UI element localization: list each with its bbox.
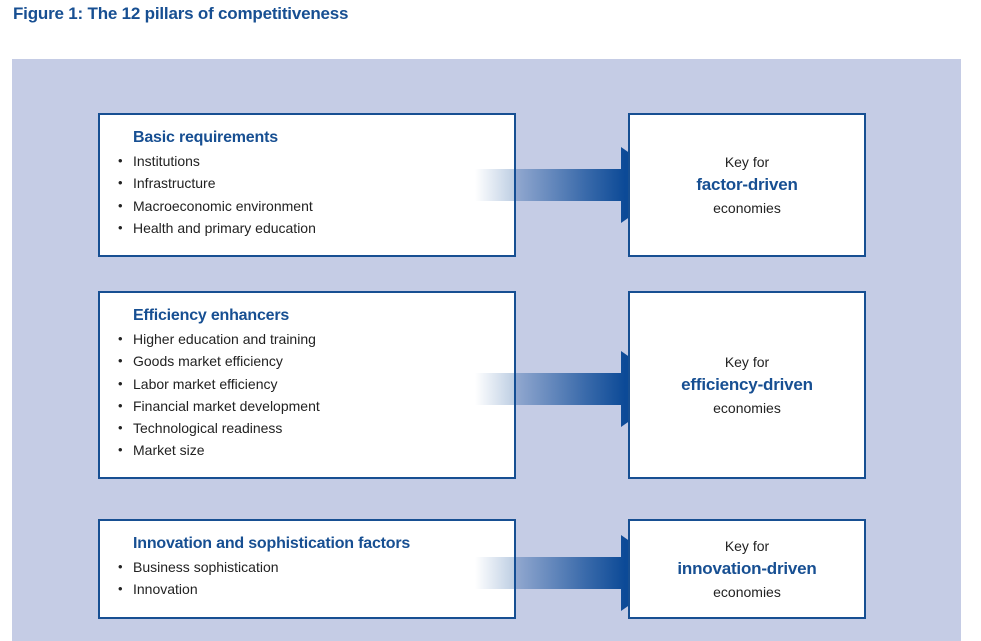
pillar-item: Technological readiness xyxy=(118,417,514,440)
pillar-item: Innovation xyxy=(118,578,514,601)
pillar-item: Health and primary education xyxy=(118,217,514,240)
right-arrow-icon xyxy=(475,535,665,611)
figure-title: Figure 1: The 12 pillars of competitiven… xyxy=(13,4,349,23)
group-title: Efficiency enhancers xyxy=(133,307,290,324)
key-stage-box: Key for efficiency-driven economies xyxy=(628,291,866,479)
pillar-item: Higher education and training xyxy=(118,328,514,351)
key-suffix: economies xyxy=(713,400,781,416)
right-arrow-icon xyxy=(475,351,665,427)
group-title: Innovation and sophistication factors xyxy=(133,535,411,552)
key-stage-box: Key for factor-driven economies xyxy=(628,113,866,257)
right-arrow-icon xyxy=(475,147,665,223)
key-suffix: economies xyxy=(713,584,781,600)
pillar-group-box: Efficiency enhancers Higher education an… xyxy=(98,291,516,479)
pillar-list: Higher education and training Goods mark… xyxy=(118,328,514,462)
pillar-item: Financial market development xyxy=(118,395,514,418)
pillar-item: Goods market efficiency xyxy=(118,350,514,373)
pillar-item: Infrastructure xyxy=(118,172,514,195)
key-stage: factor-driven xyxy=(696,175,798,194)
diagram-panel: Basic requirements Institutions Infrastr… xyxy=(12,59,961,641)
key-prefix: Key for xyxy=(724,538,770,554)
pillar-group-box: Basic requirements Institutions Infrastr… xyxy=(98,113,516,257)
pillar-item: Labor market efficiency xyxy=(118,373,514,396)
key-stage: efficiency-driven xyxy=(681,375,813,394)
pillar-list: Institutions Infrastructure Macroeconomi… xyxy=(118,150,514,240)
pillar-item: Institutions xyxy=(118,150,514,173)
pillar-group-box: Innovation and sophistication factors Bu… xyxy=(98,519,516,619)
pillar-list: Business sophistication Innovation xyxy=(118,556,514,601)
pillar-item: Macroeconomic environment xyxy=(118,195,514,218)
key-suffix: economies xyxy=(713,200,781,216)
key-prefix: Key for xyxy=(724,354,770,370)
key-stage-box: Key for innovation-driven economies xyxy=(628,519,866,619)
group-title: Basic requirements xyxy=(133,129,278,146)
key-stage: innovation-driven xyxy=(677,559,817,578)
key-prefix: Key for xyxy=(724,154,770,170)
pillar-item: Business sophistication xyxy=(118,556,514,579)
pillar-item: Market size xyxy=(118,439,514,462)
